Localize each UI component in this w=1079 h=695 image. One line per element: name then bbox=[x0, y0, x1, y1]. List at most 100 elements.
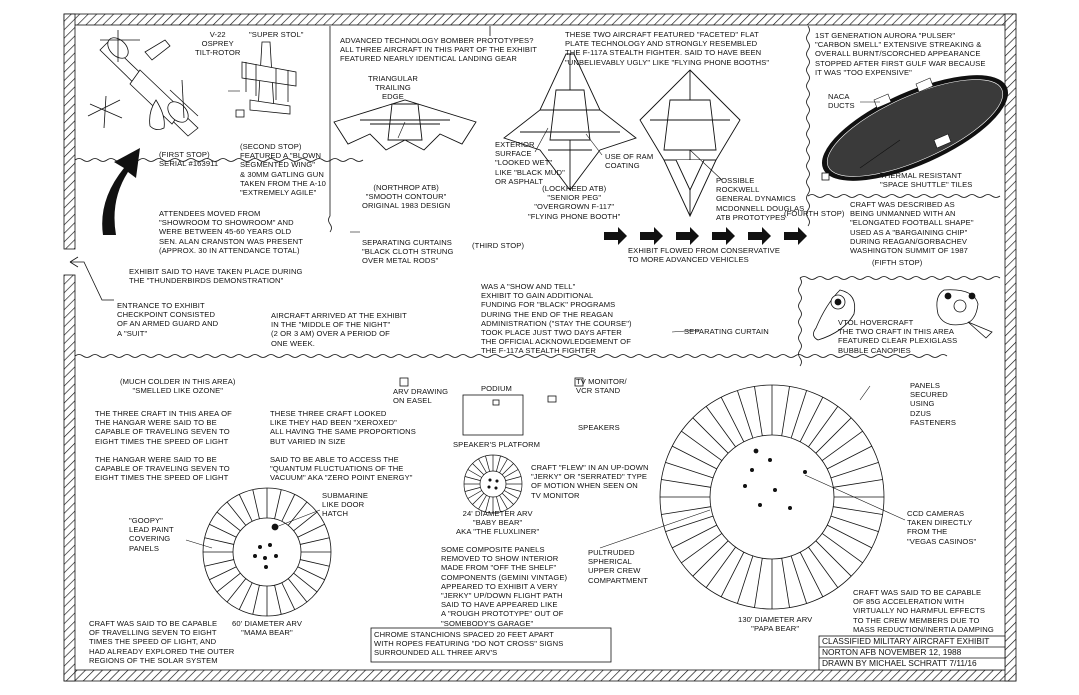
title-block: CLASSIFIED MILITARY AIRCRAFT EXHIBIT NOR… bbox=[819, 636, 1005, 670]
panel-seam bbox=[799, 397, 824, 442]
panel-seam bbox=[485, 455, 490, 472]
panel-seam bbox=[287, 501, 308, 526]
xeroxed-label: THESE THREE CRAFT LOOKED LIKE THEY HAD B… bbox=[270, 409, 416, 446]
entrance-arrow bbox=[69, 256, 114, 301]
panel-seam bbox=[300, 537, 330, 545]
panel-seam bbox=[204, 537, 234, 545]
panel-seam bbox=[720, 552, 745, 597]
panel-seam bbox=[281, 582, 296, 610]
panel-seam bbox=[472, 492, 485, 505]
flow-arrow-first-stop bbox=[102, 148, 140, 235]
panel-seam bbox=[830, 515, 879, 532]
panel-seam bbox=[672, 445, 717, 470]
panel-seam bbox=[827, 445, 872, 470]
panel-seam bbox=[833, 506, 883, 515]
panel-seam bbox=[833, 479, 883, 488]
panel-seam bbox=[821, 430, 863, 461]
separating-curtain-label: SEPARATING CURTAIN bbox=[684, 327, 769, 336]
super-stol-label: "SUPER STOL" bbox=[249, 30, 304, 39]
panel-seam bbox=[504, 469, 519, 478]
submarine-label: SUBMARINE LIKE DOOR HATCH bbox=[322, 491, 369, 519]
naca-ducts-label: NACA DUCTS bbox=[828, 92, 855, 111]
aurora-label: 1ST GENERATION AURORA "PULSER" "CARBON S… bbox=[815, 31, 986, 77]
panel-seam bbox=[209, 523, 237, 538]
panel-seam bbox=[467, 469, 482, 478]
thunderbirds-label: EXHIBIT SAID TO HAVE TAKEN PLACE DURING … bbox=[129, 267, 303, 286]
panel-seam bbox=[216, 511, 241, 532]
goopy-label: "GOOPY" LEAD PAINT COVERING PANELS bbox=[129, 516, 174, 553]
panel-seam bbox=[216, 572, 241, 593]
panel-seam bbox=[496, 496, 501, 513]
three-craft-label-1: THE THREE CRAFT IN THIS AREA OF THE HANG… bbox=[95, 409, 232, 446]
stanchions-note-frame bbox=[370, 627, 612, 663]
panel-seam bbox=[501, 492, 514, 505]
aurora-pulser-drawing bbox=[821, 75, 1009, 181]
fifth-stop-label: (FIFTH STOP) bbox=[872, 258, 923, 267]
v22-label: V-22 OSPREY TILT-ROTOR bbox=[195, 30, 241, 58]
panel-seam bbox=[293, 511, 318, 532]
vtol-label: VTOL HOVERCRAFT THE TWO CRAFT IN THIS AR… bbox=[838, 318, 958, 355]
hangar-walls bbox=[63, 13, 1017, 682]
panel-seam bbox=[661, 479, 711, 488]
panel-seam bbox=[692, 417, 729, 454]
panel-seam bbox=[467, 490, 482, 499]
panel-seam bbox=[781, 386, 790, 436]
panel-seam bbox=[737, 390, 754, 439]
quantum-label: SAID TO BE ABLE TO ACCESS THE "QUANTUM F… bbox=[270, 455, 413, 483]
pultruded-label: PULTRUDED SPHERICAL UPPER CREW COMPARTME… bbox=[588, 548, 648, 585]
panel-seam bbox=[790, 555, 807, 604]
title-block-title: CLASSIFIED MILITARY AIRCRAFT EXHIBIT bbox=[822, 636, 990, 646]
panel-seam bbox=[238, 582, 253, 610]
panel-seam bbox=[478, 458, 487, 473]
panel-seam bbox=[464, 476, 481, 481]
panel-seam bbox=[681, 533, 723, 564]
title-block-frame bbox=[818, 635, 1006, 671]
panel-seam bbox=[204, 559, 234, 567]
panel-seam bbox=[661, 506, 711, 515]
baby-bear-arv-drawing bbox=[463, 454, 523, 514]
panel-seam bbox=[209, 566, 237, 581]
faceted-note-label: THESE TWO AIRCRAFT FEATURED "FACETED" FL… bbox=[565, 30, 770, 67]
panel-seam bbox=[781, 558, 790, 608]
panel-seam bbox=[501, 463, 514, 476]
rockwell-label: POSSIBLE ROCKWELL GENERAL DYNAMICS McDON… bbox=[716, 176, 805, 222]
panel-seam bbox=[226, 501, 247, 526]
panel-seam bbox=[485, 496, 490, 513]
panel-seam bbox=[665, 462, 714, 479]
panel-seam bbox=[504, 490, 519, 499]
three-craft-label-2: THE HANGAR WERE SAID TO BE CAPABLE OF TR… bbox=[95, 455, 230, 483]
panel-seam bbox=[274, 585, 282, 615]
lockheed-atb-drawing bbox=[503, 53, 637, 191]
panel-seam bbox=[815, 540, 852, 577]
panel-seam bbox=[226, 578, 247, 603]
panel-seam bbox=[287, 578, 308, 603]
podium-label: PODIUM bbox=[481, 384, 512, 393]
super-stol-drawing bbox=[235, 41, 297, 118]
papa-craft-label: CRAFT WAS SAID TO BE CAPABLE OF 85G ACCE… bbox=[853, 588, 994, 634]
panel-seam bbox=[281, 494, 296, 522]
panel-seam bbox=[815, 417, 852, 454]
flew-label: CRAFT "FLEW" IN AN UP-DOWN "JERKY" OR "S… bbox=[531, 463, 649, 500]
title-block-location: NORTON AFB NOVEMBER 12, 1988 bbox=[822, 647, 962, 657]
stanchions-label: CHROME STANCHIONS SPACED 20 FEET APART W… bbox=[374, 630, 564, 658]
baby-bear-label: 24' DIAMETER ARV "BABY BEAR" AKA "THE FL… bbox=[456, 509, 540, 537]
ccd-label: CCD CAMERAS TAKEN DIRECTLY FROM THE "VEG… bbox=[907, 509, 977, 546]
panel-seam bbox=[297, 566, 325, 581]
speakers-label: SPEAKERS bbox=[578, 423, 620, 432]
panel-seam bbox=[496, 455, 501, 472]
panel-seam bbox=[681, 430, 723, 461]
mama-bear-arv-drawing bbox=[202, 487, 332, 617]
panels-secured-label: PANELS SECURED USING DZUS FASTENERS bbox=[910, 381, 957, 427]
panel-seam bbox=[297, 523, 325, 538]
platform-label: SPEAKER'S PLATFORM bbox=[453, 440, 541, 449]
panel-seam bbox=[293, 572, 318, 593]
papa-bear-label: 130' DIAMETER ARV "PAPA BEAR" bbox=[738, 615, 813, 634]
panel-seam bbox=[790, 390, 807, 439]
colder-label: (MUCH COLDER IN THIS AREA) "SMELLED LIKE… bbox=[120, 377, 236, 396]
triangular-edge-label: TRIANGULAR TRAILING EDGE bbox=[368, 74, 418, 102]
northrop-atb-label: (NORTHROP ATB) "SMOOTH CONTOUR" ORIGINAL… bbox=[362, 183, 451, 211]
panel-seam bbox=[692, 540, 729, 577]
rockwell-atb-drawing bbox=[639, 69, 741, 218]
panel-seam bbox=[754, 558, 763, 608]
